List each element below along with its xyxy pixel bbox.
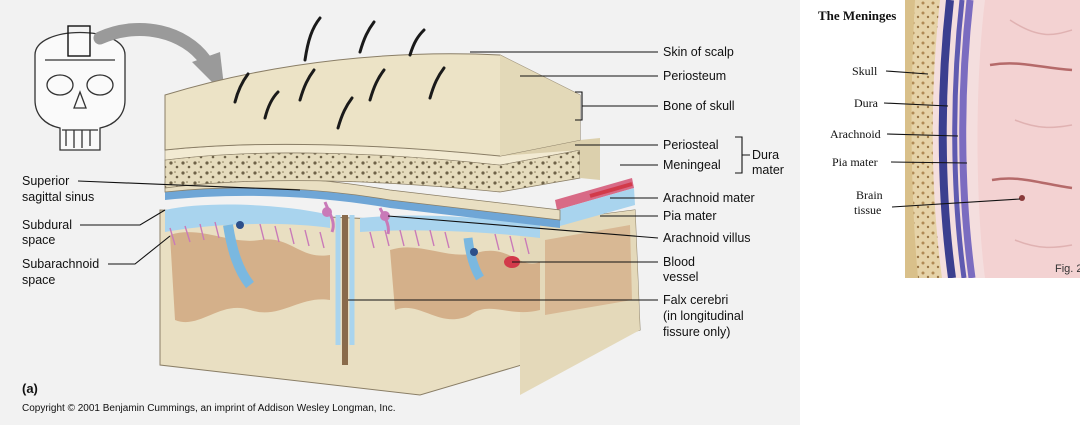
label-brain: Brain — [856, 188, 883, 202]
label-skin-of-scalp: Skin of scalp — [663, 45, 734, 59]
label-superior: Superior — [22, 174, 69, 188]
label-pia-mater: Pia mater — [663, 209, 717, 223]
label-fissure-only: fissure only) — [663, 325, 730, 339]
label-tissue: tissue — [854, 203, 881, 217]
copyright-text: Copyright © 2001 Benjamin Cummings, an i… — [22, 403, 395, 414]
label-arachnoid-b: Arachnoid — [830, 127, 881, 141]
fig-label: Fig. 2 — [1055, 263, 1080, 275]
label-subdural: Subdural — [22, 218, 72, 232]
label-dura: Dura — [752, 148, 779, 162]
label-skull: Skull — [852, 64, 878, 78]
label-sagittal-sinus: sagittal sinus — [22, 190, 94, 204]
label-periosteum: Periosteum — [663, 69, 726, 83]
meninges-cross-section — [905, 0, 1080, 278]
label-dura-b: Dura — [854, 96, 879, 110]
label-periosteal: Periosteal — [663, 138, 719, 152]
label-in-longitudinal: (in longitudinal — [663, 309, 744, 323]
label-meningeal: Meningeal — [663, 158, 721, 172]
panel-b-title: The Meninges — [818, 8, 896, 23]
label-pia-mater-b: Pia mater — [832, 155, 878, 169]
label-vessel: vessel — [663, 270, 698, 284]
label-falx-cerebri: Falx cerebri — [663, 293, 728, 307]
meninges-diagram-b: The Meninges Skull Dura Arachnoid Pia ma… — [810, 0, 1080, 280]
label-arachnoid-mater: Arachnoid mater — [663, 191, 755, 205]
label-mater: mater — [752, 163, 784, 177]
meninges-diagram-a: Skin of scalp Periosteum Bone of skull P… — [0, 0, 800, 425]
label-blood: Blood — [663, 255, 695, 269]
label-subarachnoid: Subarachnoid — [22, 257, 99, 271]
label-subarachnoid-space: space — [22, 273, 55, 287]
label-bone-of-skull: Bone of skull — [663, 99, 735, 113]
panel-letter: (a) — [22, 381, 38, 396]
label-arachnoid-villus: Arachnoid villus — [663, 231, 751, 245]
label-subdural-space: space — [22, 233, 55, 247]
